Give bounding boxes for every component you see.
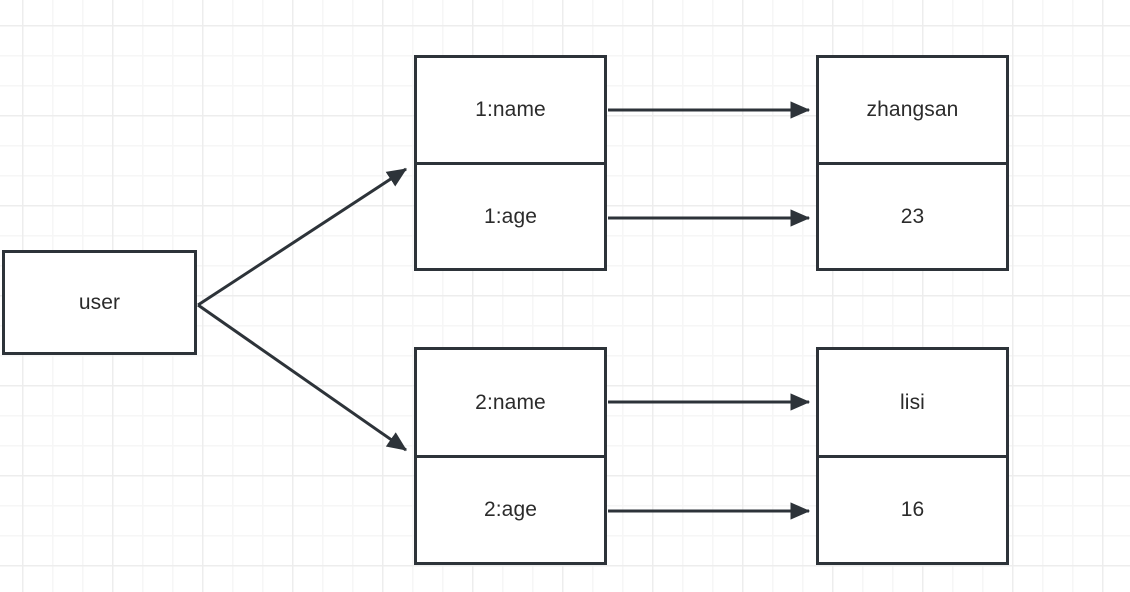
node-user[interactable]: user [2, 250, 197, 355]
cell-key-2-name: 2:name [475, 390, 546, 414]
cell-value-1-name: zhangsan [866, 98, 959, 122]
cell-value-2-name: lisi [900, 390, 925, 414]
cell-value-1-age: 23 [819, 161, 1006, 269]
node-key-group-2[interactable]: 2:name 2:age [414, 347, 607, 565]
cell-key-1-name: 1:name [475, 98, 546, 122]
node-value-group-2[interactable]: lisi 16 [816, 347, 1009, 565]
node-key-group-1[interactable]: 1:name 1:age [414, 55, 607, 271]
node-value-group-1[interactable]: zhangsan 23 [816, 55, 1009, 271]
node-user-label: user [78, 291, 121, 314]
cell-key-2-age: 2:age [417, 454, 604, 563]
cell-value-2-age: 16 [819, 454, 1006, 563]
edge-user-to-key-1 [197, 167, 408, 307]
cell-key-1-age: 1:age [417, 161, 604, 269]
edge-user-to-key-2 [197, 303, 407, 452]
